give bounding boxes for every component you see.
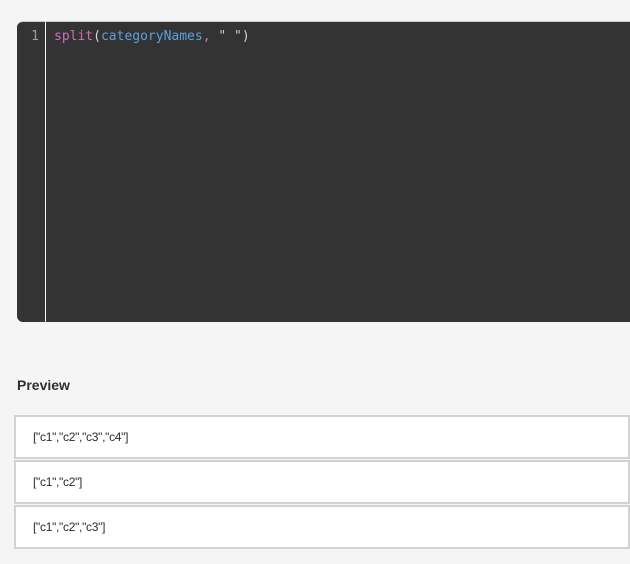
- token-string-literal: " ": [218, 29, 242, 44]
- preview-result-row: ["c1","c2","c3","c4"]: [14, 415, 630, 459]
- token-comma: ,: [202, 29, 211, 44]
- preview-heading: Preview: [17, 377, 70, 393]
- preview-result-list: ["c1","c2","c3","c4"] ["c1","c2"] ["c1",…: [14, 415, 630, 550]
- line-number-gutter: 1: [17, 22, 45, 322]
- token-open-paren: (: [93, 29, 101, 44]
- line-number: 1: [31, 29, 39, 44]
- token-close-paren: ): [241, 29, 250, 44]
- gutter-divider: [45, 22, 46, 322]
- code-input[interactable]: split(categoryNames, " "): [46, 22, 630, 322]
- token-variable-name: categoryNames: [100, 29, 203, 44]
- token-function-name: split: [54, 29, 94, 44]
- formula-editor[interactable]: 1 split(categoryNames, " "): [17, 21, 630, 322]
- preview-result-row: ["c1","c2","c3"]: [14, 505, 630, 549]
- preview-result-row: ["c1","c2"]: [14, 460, 630, 504]
